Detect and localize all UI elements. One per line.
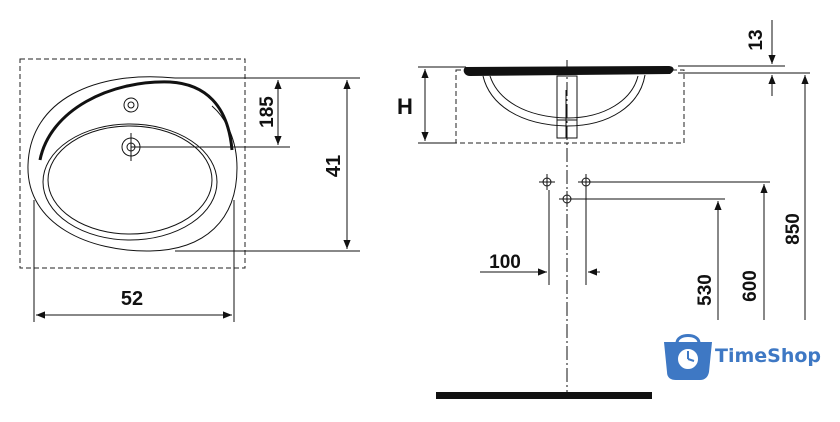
basin-rim-thick-left bbox=[38, 80, 234, 161]
brand-name: TimeShop bbox=[715, 345, 821, 367]
basin-rim-profile bbox=[463, 66, 674, 76]
dim-850-label: 850 bbox=[783, 213, 804, 245]
dim-h-label: H bbox=[397, 94, 413, 119]
clock-cart-icon bbox=[664, 334, 712, 380]
tap-hole-inner bbox=[127, 101, 135, 109]
dim-13-label: 13 bbox=[746, 29, 767, 50]
dim-100-label: 100 bbox=[489, 252, 521, 273]
tap-hole bbox=[123, 97, 139, 113]
dim-600-label: 600 bbox=[740, 270, 761, 302]
dim-41-label: 41 bbox=[323, 155, 345, 177]
dim-52-label: 52 bbox=[121, 288, 143, 310]
supply-marks bbox=[539, 174, 594, 207]
side-view: H 13 100 600 530 850 bbox=[397, 20, 810, 399]
dim-185-label: 185 bbox=[257, 96, 278, 128]
basin-inner-bowl bbox=[42, 123, 218, 241]
basin-outer-rim bbox=[27, 76, 238, 252]
basin-inner-bowl-edge bbox=[47, 125, 213, 235]
top-view: 185 41 52 bbox=[19, 58, 360, 322]
side-view-outline-dashed bbox=[455, 69, 685, 144]
dim-530-label: 530 bbox=[695, 274, 716, 306]
timeshop-logo: TimeShop bbox=[664, 334, 821, 380]
top-view-outline-dashed bbox=[19, 58, 246, 269]
floor-line bbox=[436, 392, 652, 399]
